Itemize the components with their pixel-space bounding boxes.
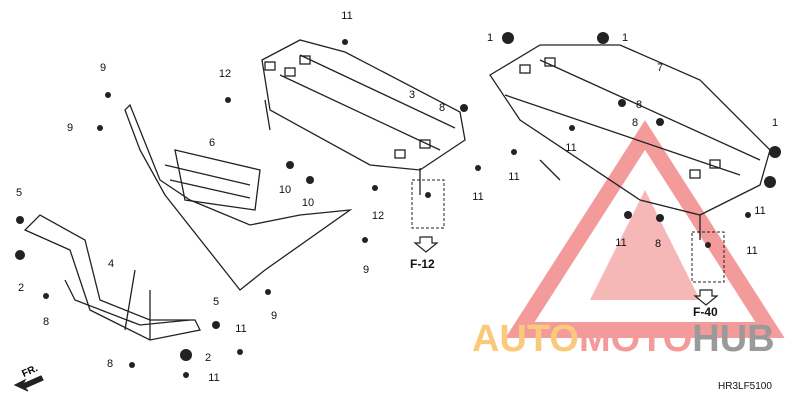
part-callout[interactable]: 8 <box>635 99 643 111</box>
reference-arrows <box>13 236 719 392</box>
diagram-code: HR3LF5100 <box>718 381 772 392</box>
reference-f12: F-12 <box>410 257 435 271</box>
part-callout[interactable]: 12 <box>371 210 385 222</box>
part-callout[interactable]: 1 <box>771 117 779 129</box>
part-callout[interactable]: 4 <box>107 258 115 270</box>
front-bumper-guard <box>23 214 201 341</box>
part-callout[interactable]: 11 <box>235 323 247 335</box>
part-callout[interactable]: 10 <box>278 184 292 196</box>
part-callout[interactable]: 11 <box>208 372 220 384</box>
part-callout[interactable]: 5 <box>212 296 220 308</box>
rear-carrier <box>261 39 466 195</box>
watermark-logo: AUTOMOTOHUB <box>472 318 775 360</box>
part-callout[interactable]: 1 <box>621 32 629 44</box>
part-callout[interactable]: 9 <box>99 62 107 74</box>
part-callout[interactable]: 8 <box>42 316 50 328</box>
part-callout[interactable]: 11 <box>341 10 353 22</box>
part-callout[interactable]: 11 <box>508 171 520 183</box>
part-callout[interactable]: 2 <box>17 282 25 294</box>
part-callout[interactable]: 11 <box>565 142 577 154</box>
bolts <box>15 32 781 378</box>
part-callout[interactable]: 12 <box>218 68 232 80</box>
part-callout[interactable]: 10 <box>301 197 315 209</box>
part-callout[interactable]: 5 <box>15 187 23 199</box>
part-callout[interactable]: 7 <box>656 62 664 74</box>
part-callout[interactable]: 2 <box>204 352 212 364</box>
grille-and-cover <box>124 103 353 291</box>
part-callout[interactable]: 11 <box>754 205 766 217</box>
part-callout[interactable]: 9 <box>270 310 278 322</box>
part-callout[interactable]: 8 <box>438 102 446 114</box>
watermark-triangle <box>505 120 785 338</box>
part-callout[interactable]: 6 <box>208 137 216 149</box>
part-callout[interactable]: 11 <box>746 245 758 257</box>
part-callout[interactable]: 8 <box>654 238 662 250</box>
part-callout[interactable]: 8 <box>631 117 639 129</box>
part-callout[interactable]: 9 <box>362 264 370 276</box>
front-carrier <box>489 44 771 240</box>
part-callout[interactable]: 9 <box>66 122 74 134</box>
part-callout[interactable]: 1 <box>486 32 494 44</box>
part-callout[interactable]: 11 <box>615 237 627 249</box>
part-callout[interactable]: 11 <box>472 191 484 203</box>
reference-f40: F-40 <box>693 305 718 319</box>
reference-boxes <box>411 179 725 283</box>
part-callout[interactable]: 8 <box>106 358 114 370</box>
part-callout[interactable]: 3 <box>408 89 416 101</box>
